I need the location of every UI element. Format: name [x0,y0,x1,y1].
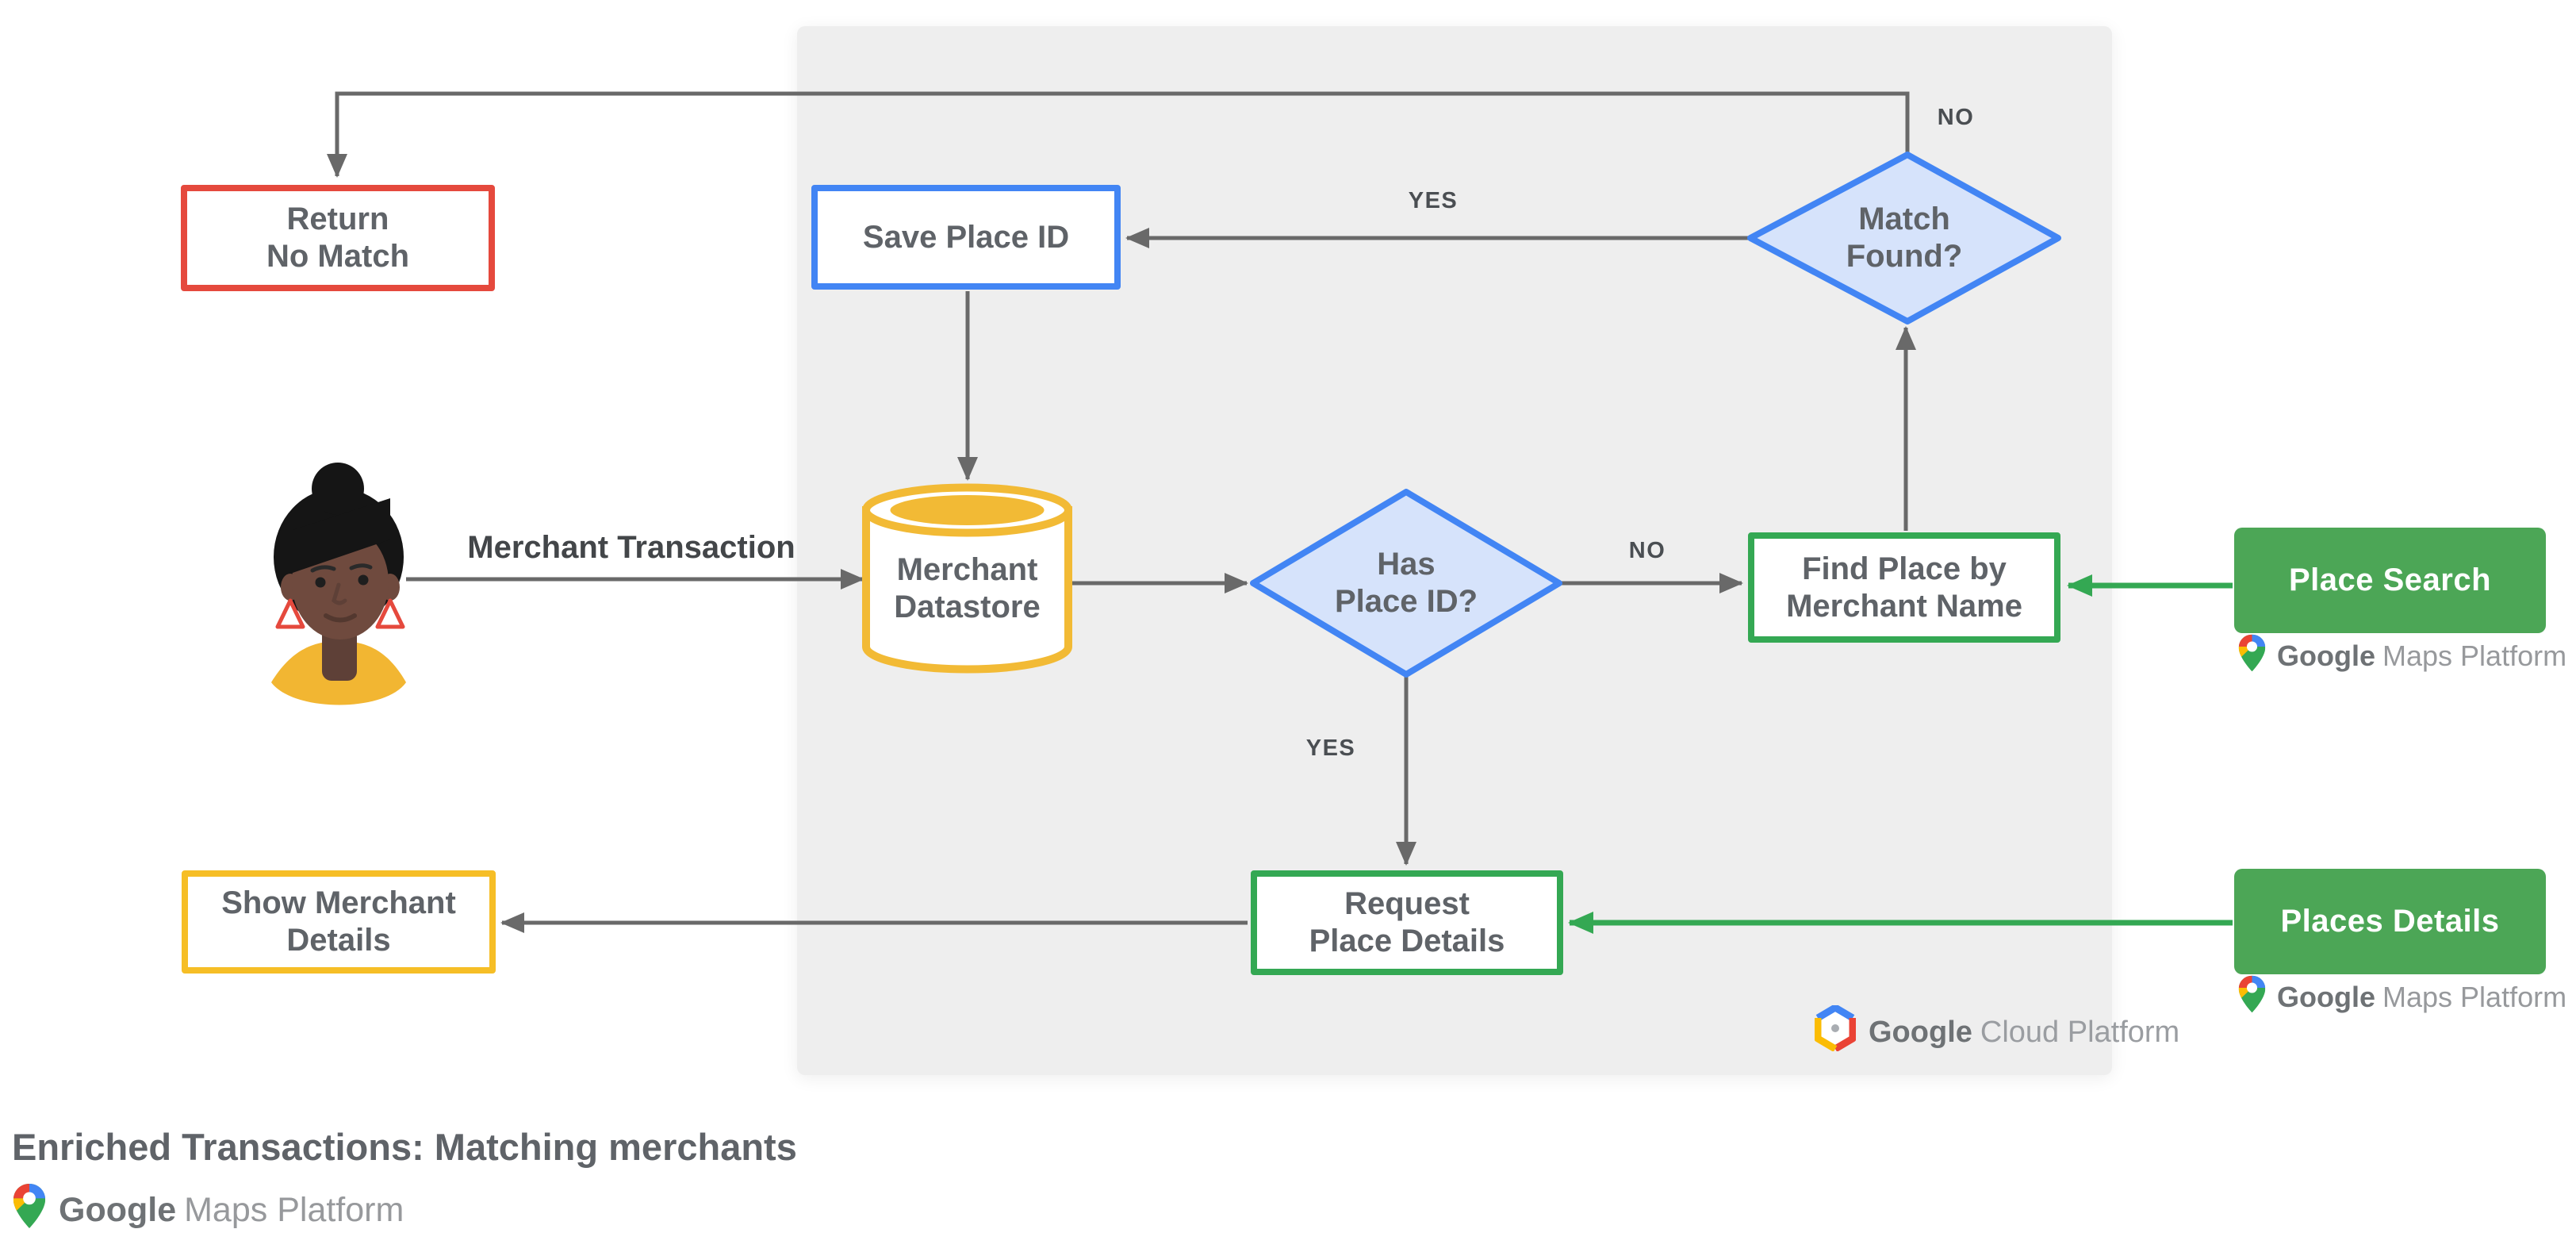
node-label-line: Find Place by [1802,551,2007,586]
merchant-datastore-label: Merchant Datastore [894,552,1041,624]
earring-right [375,598,405,629]
flow-node-return-no-match: Return No Match [181,185,495,291]
api-box-place-search: Place Search [2234,528,2546,633]
google-cloud-platform-logo: Google Cloud Platform [1814,1004,2179,1055]
node-label-line: Details [286,923,391,958]
match-found-label: Match Found? [1846,202,1963,274]
node-label: Save Place ID [862,219,1070,255]
maps-pin-icon [2238,975,2266,1020]
maps-pin-icon [13,1183,46,1238]
google-maps-platform-logo: Google Maps Platform [13,1183,404,1238]
node-label-line: No Match [266,239,409,274]
edge-label-merchant-transaction: Merchant Transaction [467,530,795,565]
edge-label-yes-matchfound: YES [1408,188,1459,213]
customer-avatar [271,463,406,705]
api-box-places-details: Places Details [2234,869,2546,974]
has-place-id-label: Has Place ID? [1334,547,1478,619]
has-place-id-diamond [1250,489,1562,678]
api-label: Place Search [2288,563,2492,597]
node-label-line: Request [1344,886,1470,921]
google-maps-platform-logo: Google Maps Platform [2238,634,2566,679]
maps-pin-icon [2238,634,2266,679]
earring-left [275,598,305,629]
flow-node-save-place-id: Save Place ID [811,185,1121,290]
google-maps-platform-logo: Google Maps Platform [2238,975,2566,1020]
merchant-datastore-cylinder [862,483,1072,674]
diagram-title: Enriched Transactions: Matching merchant… [12,1126,797,1168]
node-label-line: Place Details [1309,924,1505,958]
edge-label-no-matchfound: NO [1937,105,1975,130]
arrow-matchfound-no-to-return [327,91,1910,178]
green-connectors [1568,574,2233,934]
api-label: Places Details [2280,904,2500,939]
gcp-hexagon-icon [1814,1004,1857,1059]
flow-node-find-place-by-merchant-name: Find Place by Merchant Name [1748,532,2060,643]
node-label-line: Merchant Name [1786,588,2022,624]
flow-node-show-merchant-details: Show Merchant Details [182,870,496,974]
edge-label-no-hasplaceid: NO [1628,538,1666,563]
gray-connectors [327,91,1916,933]
node-label-line: Return [286,202,389,236]
match-found-diamond [1747,152,2061,325]
flow-node-request-place-details: Request Place Details [1251,870,1563,975]
node-label-line: Show Merchant [221,885,456,920]
edge-label-yes-hasplaceid: YES [1305,735,1356,761]
